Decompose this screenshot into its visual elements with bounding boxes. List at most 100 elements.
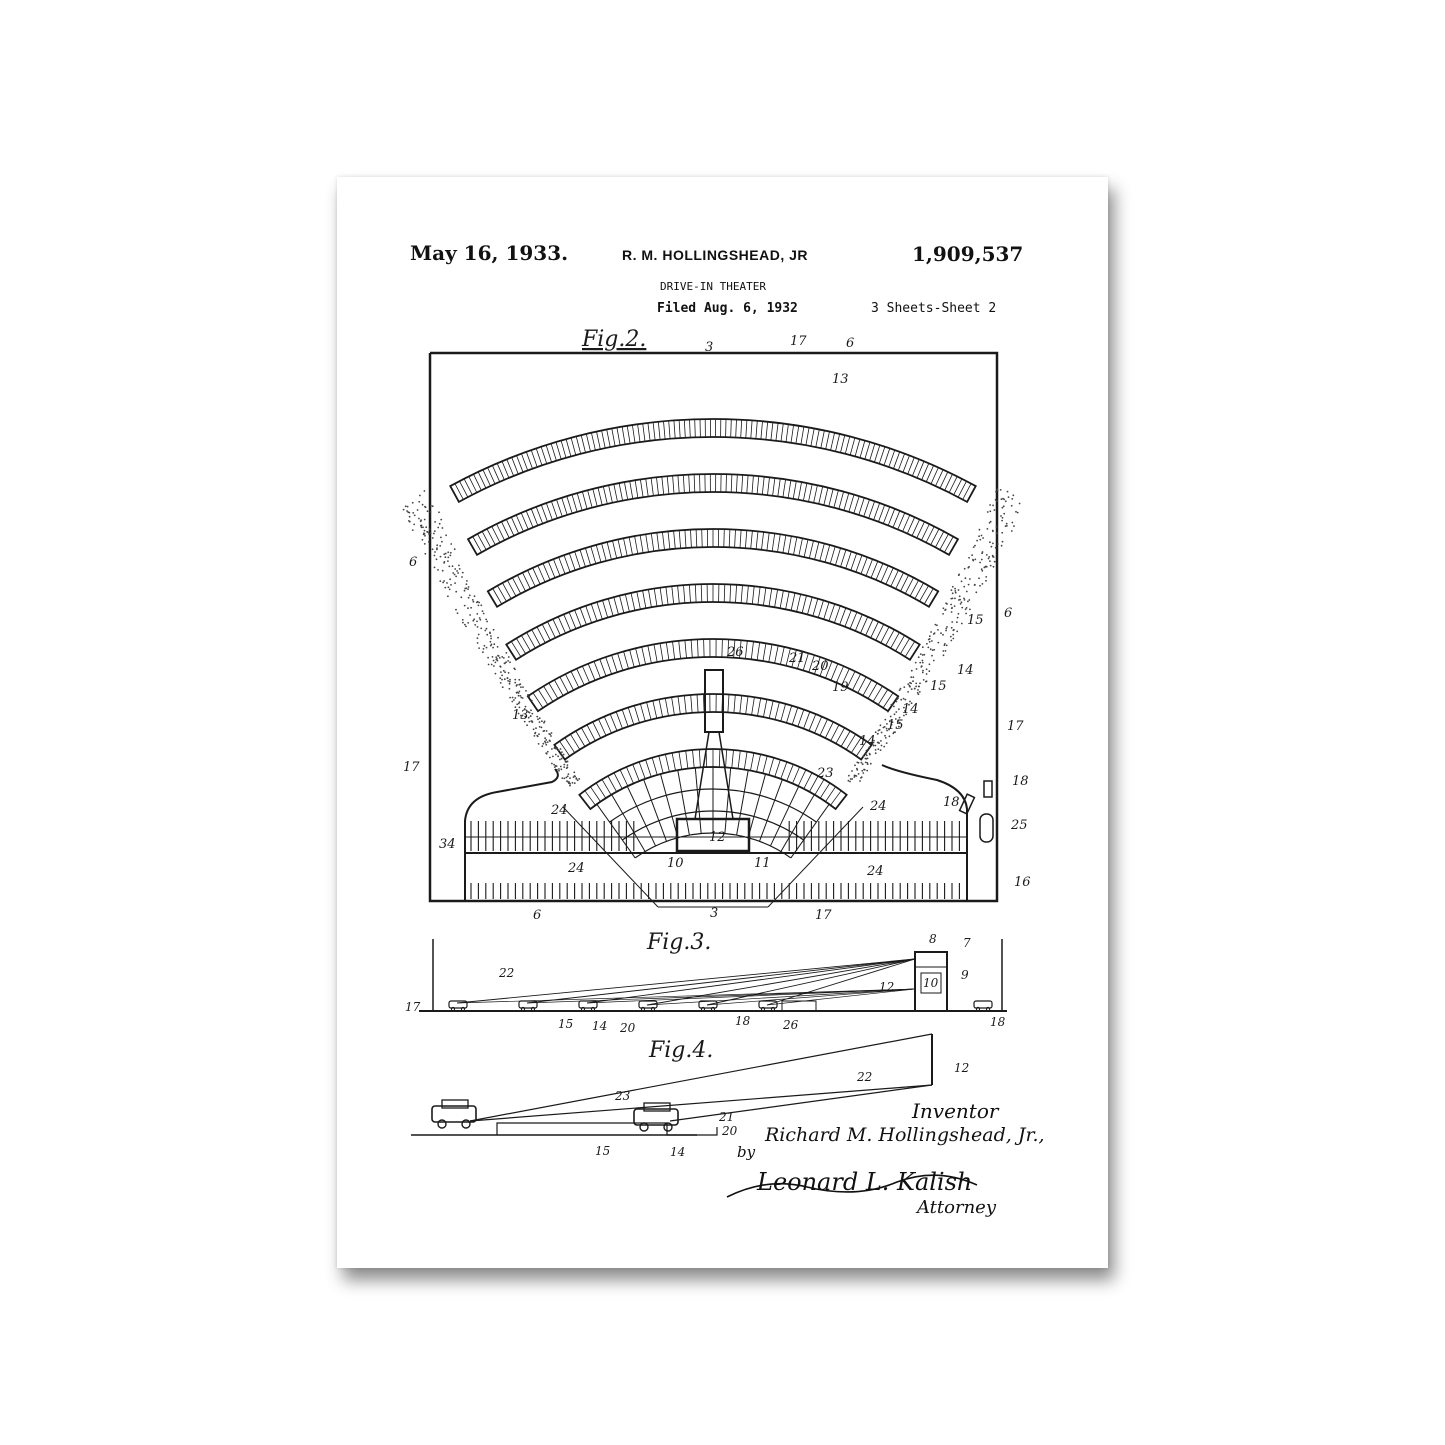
label: 10 <box>667 856 684 871</box>
stipple-dot <box>561 751 563 753</box>
label: 15 <box>595 1144 610 1158</box>
stipple-dot <box>888 720 891 723</box>
label: 18 <box>735 1014 751 1028</box>
label: 15 <box>967 613 984 628</box>
sight-lines <box>456 958 916 1006</box>
projection-line-right <box>718 731 734 820</box>
stipple-dot <box>990 545 993 548</box>
stipple-dot <box>899 687 902 690</box>
stipple-dot <box>503 662 506 665</box>
stipple-dot <box>928 635 931 638</box>
stipple-dot <box>524 705 527 708</box>
stipple-dot <box>465 625 467 628</box>
label: 26 <box>726 645 744 660</box>
stipple-dot <box>444 586 447 589</box>
stipple-dot <box>517 702 520 705</box>
stipple-dot <box>959 598 961 601</box>
stipple-dot <box>509 678 511 681</box>
stipple-dot <box>569 777 571 779</box>
stipple-dot <box>965 607 968 609</box>
stipple-dot <box>519 695 522 697</box>
ramp-row <box>466 473 960 557</box>
stipple-dot <box>532 728 535 731</box>
car-wheel <box>580 1006 586 1012</box>
stipple-dot <box>995 525 998 528</box>
stipple-dot <box>877 748 880 750</box>
stipple-dot <box>461 571 464 574</box>
label: 22 <box>856 1070 872 1084</box>
stipple-dot <box>453 573 456 576</box>
label: 14 <box>670 1145 685 1159</box>
stipple-dot <box>984 566 987 568</box>
ramp-stalls <box>472 473 954 553</box>
stipple-dot <box>408 520 411 523</box>
stipple-dot <box>903 706 905 709</box>
stipple-dot <box>490 635 492 637</box>
stipple-dot <box>992 556 995 558</box>
ramp-stalls <box>510 583 916 657</box>
stipple-dot <box>860 761 863 764</box>
car-wheel <box>640 1006 646 1012</box>
stipple-dot <box>880 744 883 747</box>
stipple-dot <box>1001 506 1004 509</box>
label: 8 <box>929 932 937 946</box>
patent-print: May 16, 1933. R. M. HOLLINGSHEAD, JR 1,9… <box>337 177 1108 1268</box>
stipple-dot <box>481 610 484 612</box>
stipple-dot <box>443 553 446 556</box>
stipple-dot <box>989 510 992 513</box>
stipple-dot <box>418 517 420 520</box>
stipple-dot <box>960 601 963 604</box>
stipple-dot <box>954 597 956 600</box>
stipple-dot <box>431 537 434 539</box>
stipple-dot <box>538 733 540 736</box>
stipple-dot <box>928 663 931 666</box>
stipple-dot <box>849 778 852 780</box>
stipple-dot <box>429 532 432 534</box>
ramp-row <box>553 693 873 761</box>
label: 6 <box>533 908 541 923</box>
stipple-dot <box>934 623 937 626</box>
stipple-dot <box>1004 500 1007 503</box>
stipple-dot <box>552 755 554 758</box>
inventor-label: Inventor <box>911 1099 1000 1123</box>
stipple-dot <box>1012 494 1015 497</box>
label: 6 <box>846 336 854 351</box>
stipple-dot <box>1018 502 1021 505</box>
stipple-dot <box>949 635 952 638</box>
seating-divider <box>596 803 636 859</box>
label: 19 <box>832 680 849 695</box>
stipple-dot <box>946 626 948 628</box>
stipple-dot <box>557 749 560 752</box>
stipple-dot <box>423 533 426 535</box>
car-wheel <box>450 1006 456 1012</box>
stipple-dot <box>411 529 414 531</box>
stipple-dot <box>501 656 504 658</box>
stipple-dot <box>560 757 563 760</box>
stipple-dot <box>957 574 960 577</box>
label: 14 <box>902 702 919 717</box>
stipple-dot <box>441 569 444 572</box>
stipple-dot <box>1005 522 1008 525</box>
stipple-dot <box>524 715 527 718</box>
sight-line <box>646 958 916 1006</box>
stipple-dot <box>558 768 560 770</box>
stipple-dot <box>513 699 515 701</box>
stipple-dot <box>1010 504 1013 507</box>
stipple-dot <box>544 741 547 744</box>
label: 21 <box>788 651 806 666</box>
stipple-dot <box>554 747 557 750</box>
stipple-dot <box>438 522 441 525</box>
stipple-dot <box>981 569 984 572</box>
label: 7 <box>963 936 971 950</box>
stipple-dot <box>507 656 510 658</box>
stipple-dot <box>572 776 575 778</box>
stipple-dot <box>884 718 887 721</box>
stipple-dot <box>521 697 524 699</box>
stipple-dot <box>565 767 568 770</box>
stipple-dot <box>487 656 489 659</box>
stipple-dot <box>505 661 507 664</box>
ticket-booth-25 <box>979 813 994 843</box>
stipple-dot <box>514 681 517 684</box>
label: 18 <box>1012 774 1029 789</box>
stipple-dot <box>445 534 447 537</box>
